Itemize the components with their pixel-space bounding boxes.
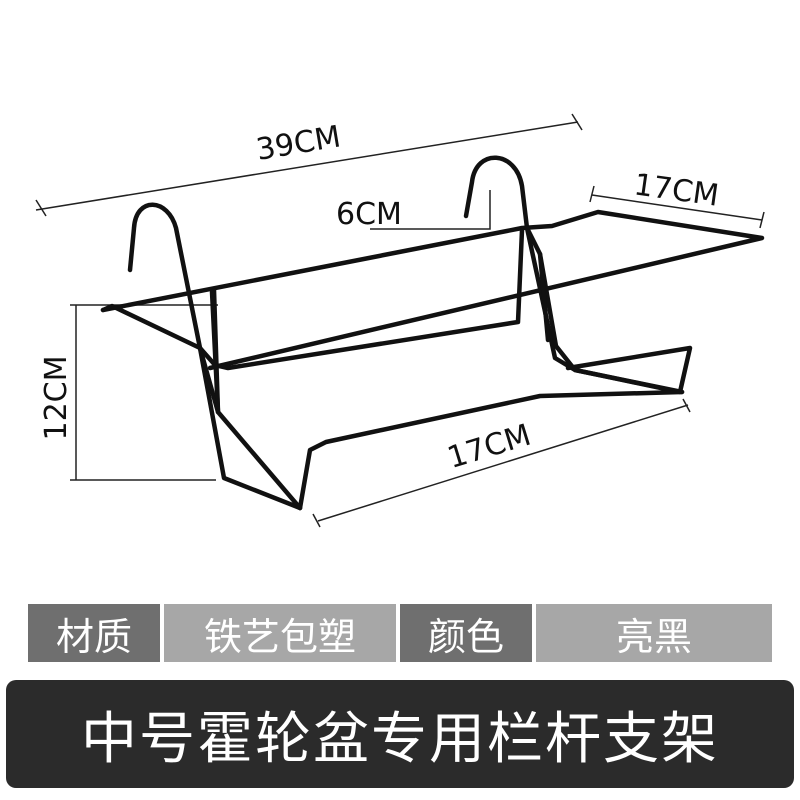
inner-vertical xyxy=(209,289,303,511)
top-back-rail xyxy=(100,209,765,371)
bottom-front-rail xyxy=(297,389,685,511)
dimension-lines xyxy=(35,113,765,528)
material-value: 铁艺包塑 xyxy=(164,604,396,662)
color-label: 颜色 xyxy=(400,604,532,662)
color-value: 亮黑 xyxy=(536,604,772,662)
material-label: 材质 xyxy=(28,604,160,662)
lower-right-bracket xyxy=(537,251,693,395)
product-title-banner: 中号霍轮盆专用栏杆支架 xyxy=(6,680,794,788)
width-dimension-label: 39CM xyxy=(254,119,344,168)
hook-dimension-label: 6CM xyxy=(336,197,402,232)
rack-diagram: 39CM 6CM 17CM 12CM 17CM xyxy=(35,113,765,528)
height-dimension-label: 12CM xyxy=(39,355,74,440)
wire-rack xyxy=(100,155,765,511)
spec-row: 材质 铁艺包塑 颜色 亮黑 xyxy=(28,604,774,662)
depth-top-dimension-label: 17CM xyxy=(632,167,721,213)
inner-vertical-2 xyxy=(524,225,551,343)
